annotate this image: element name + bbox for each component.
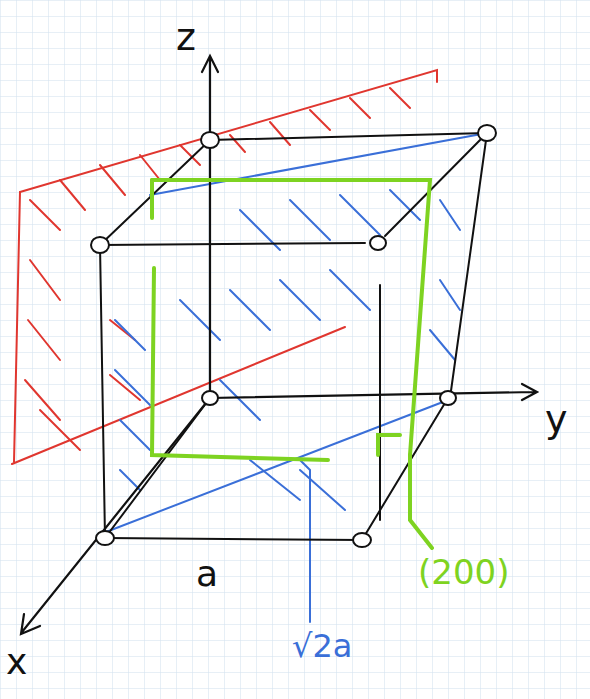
green-plane — [152, 180, 432, 548]
dimension-label: a — [196, 556, 218, 592]
axis-label: x — [6, 644, 27, 680]
plane-label: (200) — [418, 555, 509, 589]
cube-edges — [100, 133, 487, 540]
axes — [21, 56, 537, 634]
blue-plane — [106, 133, 487, 622]
red-plane — [12, 70, 437, 464]
dimension-label: √2a — [292, 630, 352, 662]
axis-label: y — [545, 400, 568, 438]
axis-label: z — [176, 18, 196, 56]
lattice-points — [91, 125, 496, 547]
